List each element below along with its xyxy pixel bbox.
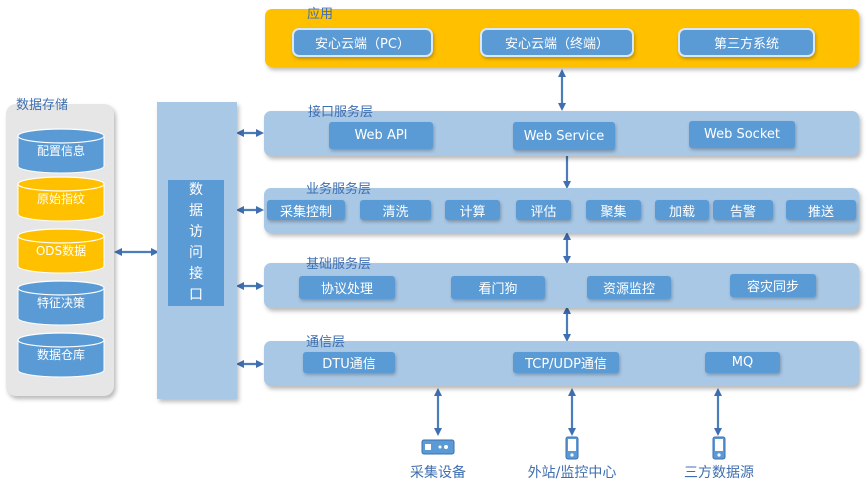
business-module: 推送 xyxy=(786,200,856,220)
phone-icon xyxy=(712,436,726,460)
database-icon xyxy=(17,228,105,274)
access-char: 据 xyxy=(189,203,203,219)
device-label-collector: 采集设备 xyxy=(410,465,466,481)
interface-module-webservice: Web Service xyxy=(513,122,615,150)
access-char: 口 xyxy=(189,287,203,303)
business-module: 加载 xyxy=(655,200,709,220)
communication-layer-title: 通信层 xyxy=(306,335,346,350)
interface-layer-title: 接口服务层 xyxy=(308,105,374,120)
storage-cylinder: 特征决策 xyxy=(17,280,105,326)
access-char: 接 xyxy=(189,266,203,282)
storage-cylinder: 配置信息 xyxy=(17,128,105,174)
storage-item-label: 配置信息 xyxy=(36,144,85,158)
database-icon xyxy=(17,128,105,174)
interface-module-webapi: Web API xyxy=(329,122,433,149)
base-layer-title: 基础服务层 xyxy=(306,257,372,272)
business-module: 计算 xyxy=(445,200,500,220)
storage-item-label: 特征决策 xyxy=(36,296,85,310)
storage-item-label: 原始指纹 xyxy=(36,192,85,206)
business-module: 聚集 xyxy=(586,200,641,220)
data-access-interface: 数 据 访 问 接 口 xyxy=(168,180,224,306)
app-module-terminal: 安心云端（终端） xyxy=(480,28,634,57)
access-char: 数 xyxy=(189,182,203,198)
business-module: 告警 xyxy=(713,200,773,220)
base-module: 协议处理 xyxy=(299,276,395,299)
storage-cylinder: ODS数据 xyxy=(17,228,105,274)
database-icon xyxy=(17,176,105,222)
interface-module-websocket: Web Socket xyxy=(689,121,795,148)
business-module: 采集控制 xyxy=(267,200,345,220)
business-module: 评估 xyxy=(516,200,571,220)
device-label-station: 外站/监控中心 xyxy=(527,465,617,481)
router-icon xyxy=(421,439,455,455)
comm-module-tcpudp: TCP/UDP通信 xyxy=(513,352,619,373)
business-layer-title: 业务服务层 xyxy=(306,182,372,197)
application-layer-title: 应用 xyxy=(307,7,334,22)
app-module-pc: 安心云端（PC） xyxy=(292,28,433,57)
base-module: 容灾同步 xyxy=(730,274,816,297)
storage-item-label: ODS数据 xyxy=(35,244,87,258)
storage-cylinder: 原始指纹 xyxy=(17,176,105,222)
app-module-third-party: 第三方系统 xyxy=(678,28,815,57)
storage-item-label: 数据仓库 xyxy=(36,348,85,362)
database-icon xyxy=(17,332,105,378)
database-icon xyxy=(17,280,105,326)
device-label-thirdparty: 三方数据源 xyxy=(684,465,754,481)
comm-module-dtu: DTU通信 xyxy=(303,352,395,373)
base-module: 看门狗 xyxy=(451,276,545,299)
phone-icon xyxy=(565,436,579,460)
storage-cylinder: 数据仓库 xyxy=(17,332,105,378)
access-char: 访 xyxy=(189,224,203,240)
comm-module-mq: MQ xyxy=(705,352,780,373)
base-module: 资源监控 xyxy=(587,276,671,299)
access-char: 问 xyxy=(189,245,203,261)
business-module: 清洗 xyxy=(360,200,431,220)
data-storage-title: 数据存储 xyxy=(16,98,69,113)
